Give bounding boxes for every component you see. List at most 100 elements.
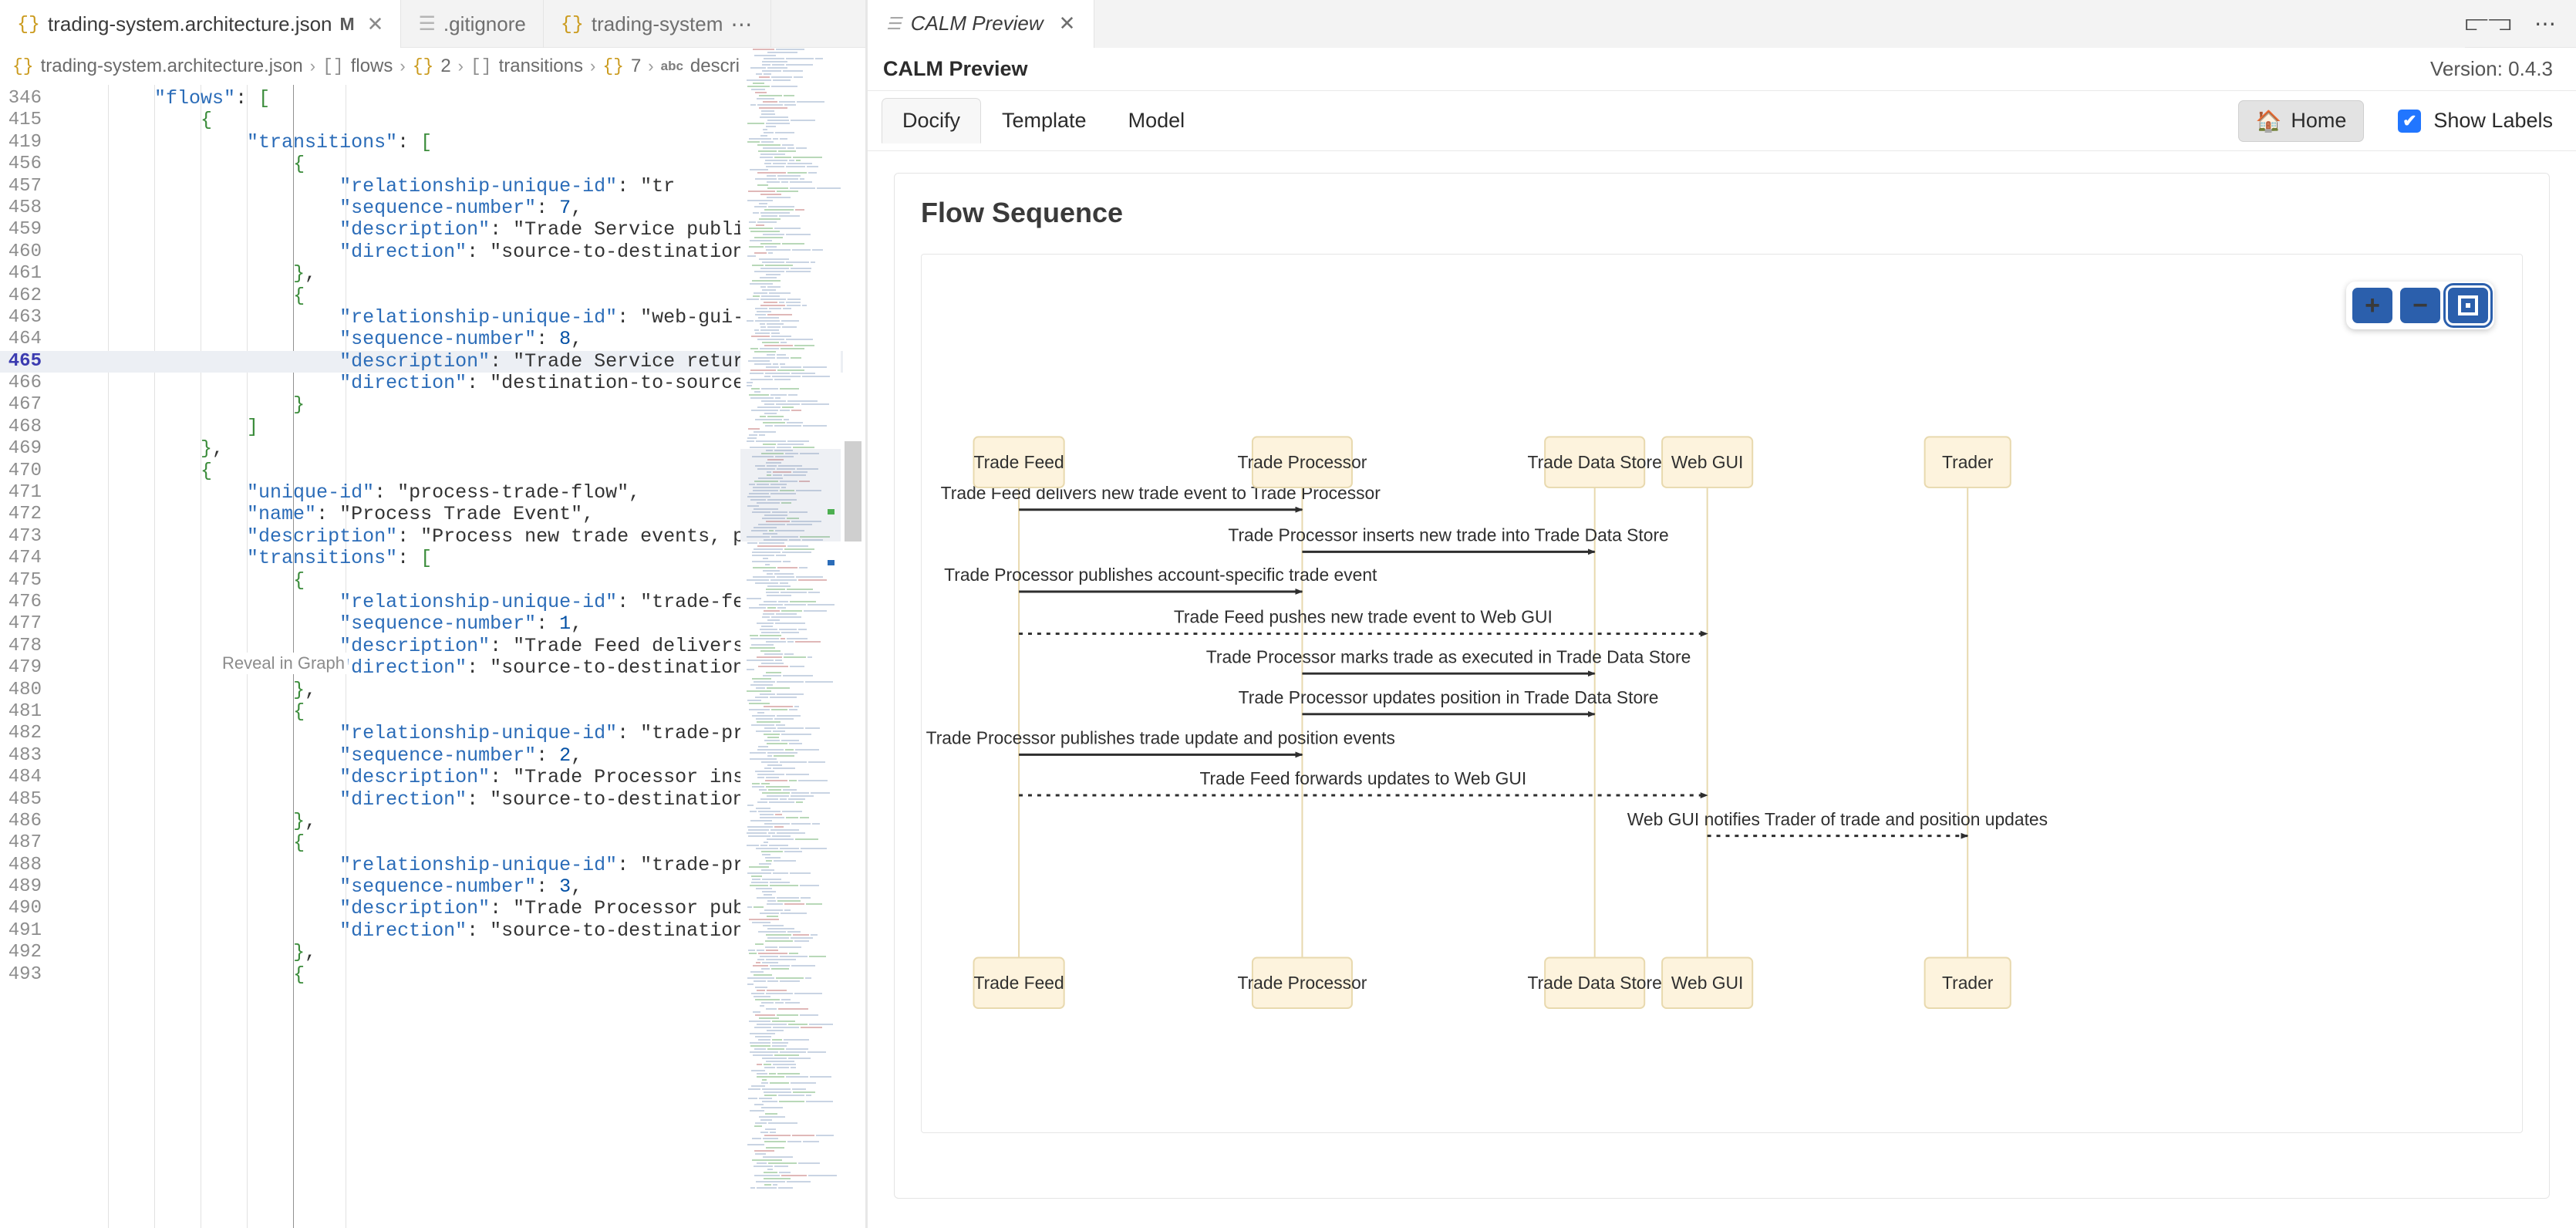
code-line[interactable]: 460 "direction": "source-to-destination" — [0, 241, 865, 263]
editor-tab-architecture-json[interactable]: {} trading-system.architecture.json M ✕ — [0, 0, 402, 48]
code-line[interactable]: 461 }, — [0, 262, 865, 285]
participant-box[interactable]: Trade Feed — [973, 436, 1065, 488]
code-line[interactable]: 472 "name": "Process Trade Event", — [0, 504, 865, 526]
code-line[interactable]: 457 "relationship-unique-id": "tr — [0, 175, 865, 197]
code-line[interactable]: 484 "description": "Trade Processor inse… — [0, 766, 865, 788]
minimap-row — [740, 906, 841, 909]
participant-box[interactable]: Web GUI — [1661, 436, 1754, 488]
breadcrumb-item-flows[interactable]: flows — [350, 56, 393, 76]
minimap-row — [740, 1051, 841, 1054]
code-text: }, — [293, 262, 317, 285]
code-editor[interactable]: 346 "flows": [415 {419 "transitions": [4… — [0, 85, 865, 1228]
tab-model[interactable]: Model — [1128, 109, 1185, 132]
code-line[interactable]: 473 "description": "Process new trade ev… — [0, 525, 865, 548]
code-line[interactable]: 488 "relationship-unique-id": "trade-pro… — [0, 854, 865, 876]
minimap-row — [740, 1106, 841, 1109]
close-icon[interactable]: ✕ — [366, 12, 384, 35]
reveal-in-graph-tooltip[interactable]: Reveal in Graph — [219, 653, 348, 675]
code-line[interactable]: 491 "direction": "source-to-destination" — [0, 919, 865, 942]
code-line[interactable]: 456 { — [0, 153, 865, 175]
editor-scrollbar[interactable] — [843, 48, 865, 1228]
code-line[interactable]: 489 "sequence-number": 3, — [0, 875, 865, 898]
code-line[interactable]: 482 "relationship-unique-id": "trade-pro… — [0, 722, 865, 744]
code-line[interactable]: 475 { — [0, 569, 865, 592]
close-icon[interactable]: ✕ — [1058, 12, 1076, 35]
breadcrumb-item-description[interactable]: descri — [690, 56, 740, 76]
show-labels-toggle[interactable]: ✔ Show Labels — [2398, 109, 2553, 133]
participant-box[interactable]: Trade Feed — [973, 956, 1065, 1010]
participant-box[interactable]: Trader — [1924, 956, 2011, 1010]
code-line[interactable]: 490 "description": "Trade Processor publ… — [0, 898, 865, 920]
sequence-message: Trade Processor publishes trade update a… — [926, 728, 1395, 758]
home-button[interactable]: 🏠 Home — [2237, 100, 2365, 142]
split-editor-icon[interactable]: ⫍⫎ — [2465, 11, 2511, 35]
editor-minimap[interactable] — [740, 48, 841, 1228]
code-line[interactable]: 419 "transitions": [ — [0, 131, 865, 154]
minimap-row — [740, 893, 841, 896]
more-actions-icon[interactable]: ⋯ — [730, 12, 754, 36]
scrollbar-thumb[interactable] — [845, 441, 861, 541]
breadcrumb[interactable]: {} trading-system.architecture.json › []… — [0, 48, 865, 85]
minimap-row — [740, 724, 841, 727]
pane-divider[interactable] — [865, 0, 868, 1228]
code-line[interactable]: 478 "description": "Trade Feed delivers … — [0, 635, 865, 657]
zoom-reset-button[interactable] — [2443, 283, 2493, 328]
minimap-row — [740, 199, 841, 202]
minimap-row — [740, 538, 841, 541]
code-line[interactable]: 469 }, — [0, 437, 865, 460]
chevron-right-icon: › — [400, 56, 406, 76]
code-line[interactable]: 493 { — [0, 963, 865, 986]
code-line[interactable]: 415 { — [0, 110, 865, 131]
minimap-row — [740, 162, 841, 165]
minimap-row — [740, 82, 841, 85]
code-line[interactable]: 471 "unique-id": "process-trade-flow", — [0, 481, 865, 504]
breadcrumb-item-index[interactable]: 2 — [440, 56, 451, 76]
line-number: 489 — [8, 876, 42, 898]
code-line[interactable]: 470 { — [0, 460, 865, 482]
participant-box[interactable]: Trade Data Store — [1528, 956, 1662, 1010]
tab-calm-preview[interactable]: ☰ CALM Preview ✕ — [868, 0, 1095, 48]
editor-tab-trading-system[interactable]: {} trading-system ⋯ — [544, 0, 772, 48]
zoom-in-button[interactable]: + — [2352, 288, 2392, 323]
participant-box[interactable]: Trade Processor — [1237, 956, 1367, 1010]
tab-template[interactable]: Template — [1002, 109, 1087, 132]
code-line[interactable]: 480 }, — [0, 679, 865, 701]
code-line[interactable]: 458 "sequence-number": 7, — [0, 197, 865, 219]
minimap-row — [740, 495, 841, 498]
breadcrumb-item-file[interactable]: trading-system.architecture.json — [40, 56, 303, 76]
code-line[interactable]: 463 "relationship-unique-id": "web-gui-t… — [0, 306, 865, 329]
code-line[interactable]: 486 }, — [0, 810, 865, 832]
breadcrumb-item-transition-index[interactable]: 7 — [630, 56, 642, 76]
participant-box[interactable]: Trade Data Store — [1528, 436, 1662, 488]
tab-docify[interactable]: Docify — [882, 98, 982, 143]
code-line[interactable]: 487 { — [0, 832, 865, 854]
code-line[interactable]: 466 "direction": "destination-to-source" — [0, 372, 865, 394]
minimap-row — [740, 267, 841, 270]
code-line[interactable]: 483 "sequence-number": 2, — [0, 744, 865, 767]
code-line[interactable]: 474 "transitions": [ — [0, 547, 865, 569]
code-line[interactable]: 479 "direction": "source-to-destination" — [0, 656, 865, 679]
participant-box[interactable]: Web GUI — [1661, 956, 1754, 1010]
participant-box[interactable]: Trade Processor — [1237, 436, 1367, 488]
participant-box[interactable]: Trader — [1924, 436, 2011, 488]
editor-tab-gitignore[interactable]: ☰ .gitignore — [401, 0, 544, 48]
minimap-slider[interactable] — [740, 449, 841, 541]
code-line[interactable]: 462 { — [0, 285, 865, 307]
code-line[interactable]: 467 } — [0, 394, 865, 416]
breadcrumb-item-transitions[interactable]: transitions — [498, 56, 583, 76]
zoom-out-button[interactable]: − — [2400, 288, 2440, 323]
code-line[interactable]: 481 { — [0, 700, 865, 723]
code-line[interactable]: 459 "description": "Trade Service publis… — [0, 218, 865, 241]
code-line[interactable]: 468 ] — [0, 416, 865, 438]
sequence-diagram-container[interactable]: Trade Feed delivers new trade event to T… — [921, 254, 2523, 1133]
code-line[interactable]: 492 }, — [0, 941, 865, 963]
code-line[interactable]: 485 "direction": "source-to-destination" — [0, 788, 865, 811]
code-line[interactable]: 464 "sequence-number": 8, — [0, 328, 865, 350]
more-actions-icon[interactable]: ⋯ — [2534, 12, 2556, 35]
code-line[interactable]: 476 "relationship-unique-id": "trade-fee… — [0, 591, 865, 613]
minimap-row — [740, 1162, 841, 1165]
code-line[interactable]: 477 "sequence-number": 1, — [0, 612, 865, 635]
code-line[interactable]: 346 "flows": [ — [0, 87, 865, 110]
code-line[interactable]: 465 "description": "Trade Service return… — [0, 350, 865, 373]
checkbox-checked-icon[interactable]: ✔ — [2398, 109, 2422, 133]
